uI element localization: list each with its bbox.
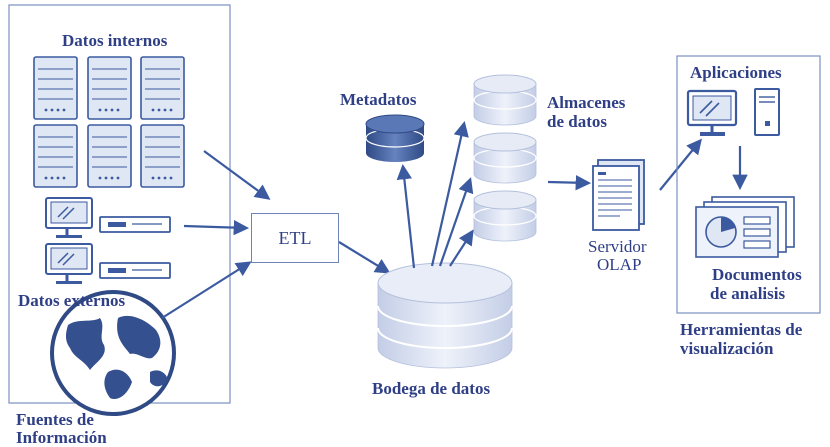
tools-frame	[676, 55, 821, 314]
applications-label: Aplicaciones	[690, 63, 782, 82]
olap-label-line2: OLAP	[597, 255, 642, 274]
server-rack-icon	[33, 56, 185, 188]
datamart-database-icon-1	[473, 74, 537, 126]
desktop-computer-icon	[44, 196, 172, 240]
arrow-warehouse-to-mart-3	[449, 229, 474, 267]
datamarts-label-line2: de datos	[547, 112, 607, 131]
olap-label-line1: Servidor	[588, 237, 647, 256]
datamart-database-icon-2	[473, 132, 537, 184]
documents-label-line2: de analisis	[710, 284, 786, 303]
datamarts-label-line1: Almacenes	[547, 93, 626, 112]
arrow-warehouse-to-mart-2	[438, 177, 474, 267]
tools-label-line1: Herramientas de	[680, 320, 803, 339]
olap-server-icon	[592, 159, 645, 231]
internal-data-label: Datos internos	[62, 31, 168, 50]
datamart-database-icon-3	[473, 190, 537, 242]
arrow-olap-to-tools	[659, 138, 702, 191]
metadata-database-icon	[365, 114, 425, 162]
arrow-etl-to-warehouse	[338, 241, 391, 274]
analysis-documents-icon	[695, 196, 795, 258]
metadata-label: Metadatos	[340, 90, 417, 109]
etl-label: ETL	[278, 227, 312, 248]
desktop-computer-icon-2	[44, 242, 172, 286]
tools-label-line2: visualización	[680, 339, 774, 358]
globe-icon	[50, 290, 176, 416]
monitor-icon	[686, 89, 738, 136]
documents-label-line1: Documentos	[712, 265, 802, 284]
arrow-marts-to-olap	[547, 174, 592, 191]
arrow-external-to-etl	[183, 219, 250, 236]
external-data-label: Datos externos	[18, 291, 126, 310]
data-warehouse-database-icon	[377, 262, 513, 369]
arrow-warehouse-to-metadata	[396, 163, 416, 269]
arrow-internal-to-etl	[203, 150, 271, 200]
arrow-warehouse-to-mart-1	[430, 120, 469, 267]
computer-tower-icon	[754, 88, 780, 136]
warehouse-label: Bodega de datos	[372, 379, 491, 398]
sources-label-line2: Información	[16, 428, 107, 447]
etl-box: ETL	[251, 213, 339, 263]
arrow-web-to-etl	[161, 261, 252, 319]
sources-label-line1: Fuentes de	[16, 410, 94, 429]
